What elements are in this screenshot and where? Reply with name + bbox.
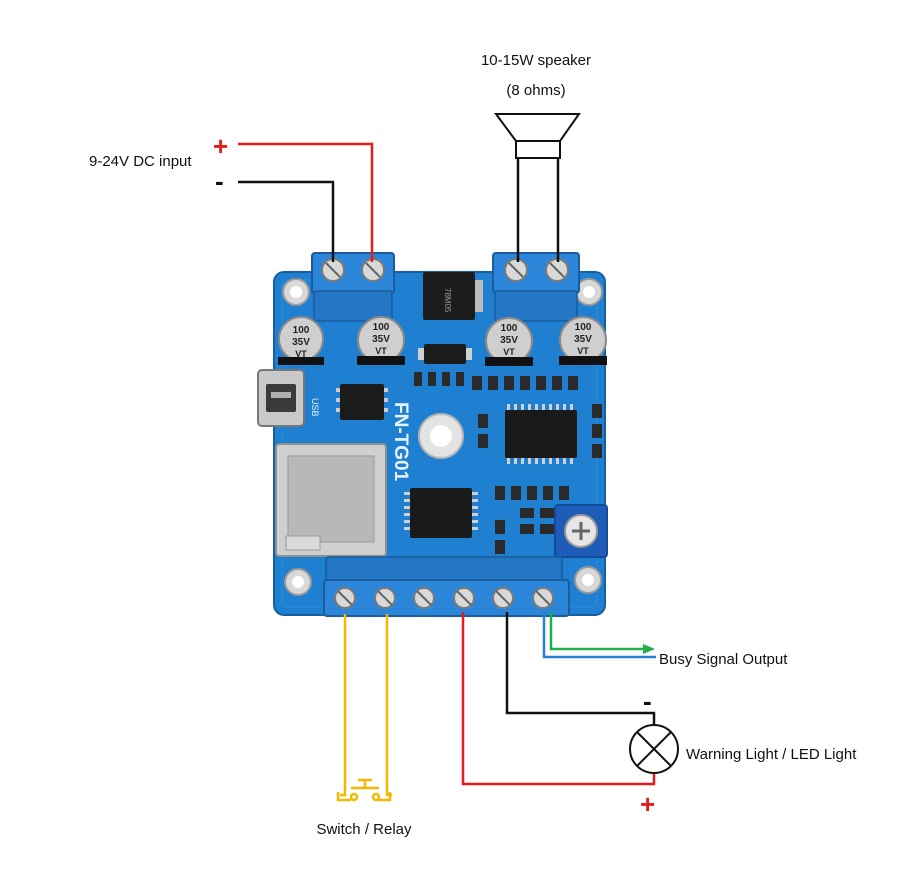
busy-signal-wires <box>542 612 656 659</box>
light-minus-sign: - <box>643 686 652 716</box>
bottom-terminal-block <box>323 556 570 617</box>
bottom-terminal-screw-4 <box>453 587 475 609</box>
capacitor-1-voltage: 35V <box>292 337 310 348</box>
power-terminal-screw-left <box>321 258 345 282</box>
dc-input-wires <box>238 142 374 262</box>
speaker-terminal-screw-left <box>504 258 528 282</box>
sd-card-slot <box>275 443 387 557</box>
bottom-terminal-screw-5 <box>492 587 514 609</box>
capacitor-2-series: VT <box>375 346 387 356</box>
main-controller-chip <box>404 488 478 538</box>
switch-icon <box>349 778 381 802</box>
mounting-hole-top-left <box>282 278 310 306</box>
warning-light-icon <box>629 724 679 774</box>
amplifier-chip <box>505 404 577 464</box>
capacitor-1-value: 100 <box>293 325 310 336</box>
capacitor-4-voltage: 35V <box>574 334 592 345</box>
capacitor-3: 100 35V VT <box>485 317 533 366</box>
small-ic-left <box>336 384 388 420</box>
capacitor-3-series: VT <box>503 347 515 357</box>
capacitor-1: 100 35V VT <box>278 316 324 365</box>
busy-signal-label: Busy Signal Output <box>659 651 788 668</box>
warning-light-label: Warning Light / LED Light <box>686 746 857 763</box>
capacitor-2-voltage: 35V <box>372 334 390 345</box>
warning-light-wires <box>461 612 656 786</box>
capacitor-2: 100 35V VT <box>357 316 405 365</box>
center-mounting-hole <box>418 413 464 459</box>
mounting-hole-bottom-right <box>574 566 602 594</box>
usb-port <box>257 369 305 427</box>
switch-relay-wires <box>336 614 392 802</box>
capacitor-3-voltage: 35V <box>500 335 518 346</box>
bottom-terminal-screw-3 <box>413 587 435 609</box>
capacitor-4: 100 35V VT <box>559 316 607 365</box>
diode-component <box>418 344 472 364</box>
capacitor-4-series: VT <box>577 346 589 356</box>
regulator-label: 78M05 <box>443 288 452 313</box>
speaker-terminal-screw-right <box>545 258 569 282</box>
bottom-terminal-screw-6 <box>532 587 554 609</box>
mounting-hole-top-right <box>575 278 603 306</box>
bottom-terminal-screw-2 <box>374 587 396 609</box>
dc-plus-sign: + <box>213 131 228 161</box>
speaker-icon <box>494 113 581 159</box>
switch-relay-label: Switch / Relay <box>316 821 412 838</box>
potentiometer <box>554 504 608 558</box>
capacitor-4-value: 100 <box>575 322 592 333</box>
speaker-terminal-block <box>492 252 580 322</box>
light-plus-sign: + <box>640 789 655 819</box>
speaker-impedance-label: (8 ohms) <box>506 82 565 99</box>
power-terminal-screw-right <box>361 258 385 282</box>
dc-input-label: 9-24V DC input <box>89 153 192 170</box>
board-model-label: FN-TG01 <box>390 402 411 482</box>
speaker-wires <box>516 158 560 262</box>
bottom-terminal-screw-1 <box>334 587 356 609</box>
capacitor-3-value: 100 <box>501 323 518 334</box>
power-terminal-block <box>311 252 395 322</box>
smd-component-row <box>414 372 602 554</box>
usb-silk-label: USB <box>310 398 320 417</box>
voltage-regulator-chip: 78M05 <box>423 272 483 320</box>
pcb-board: USB <box>257 252 608 617</box>
mounting-hole-bottom-left <box>284 568 312 596</box>
capacitor-2-value: 100 <box>373 322 390 333</box>
speaker-power-label: 10-15W speaker <box>481 52 591 69</box>
dc-minus-sign: - <box>215 166 224 196</box>
capacitor-1-series: VT <box>295 349 307 359</box>
